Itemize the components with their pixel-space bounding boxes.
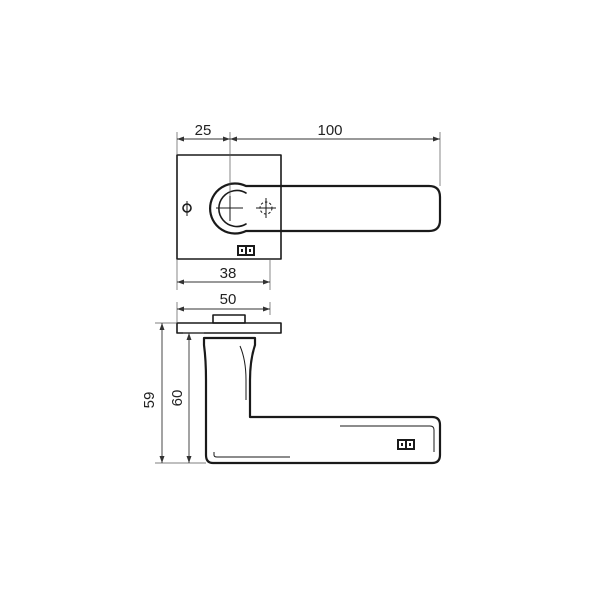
dim-label-50: 50 [220,291,237,308]
dim-label-38: 38 [220,265,237,282]
dim-label-59: 59 [141,392,158,409]
rose-plate [176,154,282,260]
dim-label-60: 60 [169,390,186,407]
lever-side [202,336,442,465]
lever-side-highlight-vertical [239,345,247,400]
logo-mark-icon [237,245,255,256]
logo-mark-icon [397,439,415,450]
top-view: 25 100 38 [176,122,442,290]
side-view: 50 59 60 [141,291,442,465]
lever-top [209,182,442,235]
lever-side-highlight-horizontal [340,425,435,452]
rose-tab [212,314,246,324]
dim-label-100: 100 [317,122,342,139]
rose-profile [176,322,282,334]
dim-label-25: 25 [195,122,212,139]
lever-side-highlight-base [213,452,290,458]
